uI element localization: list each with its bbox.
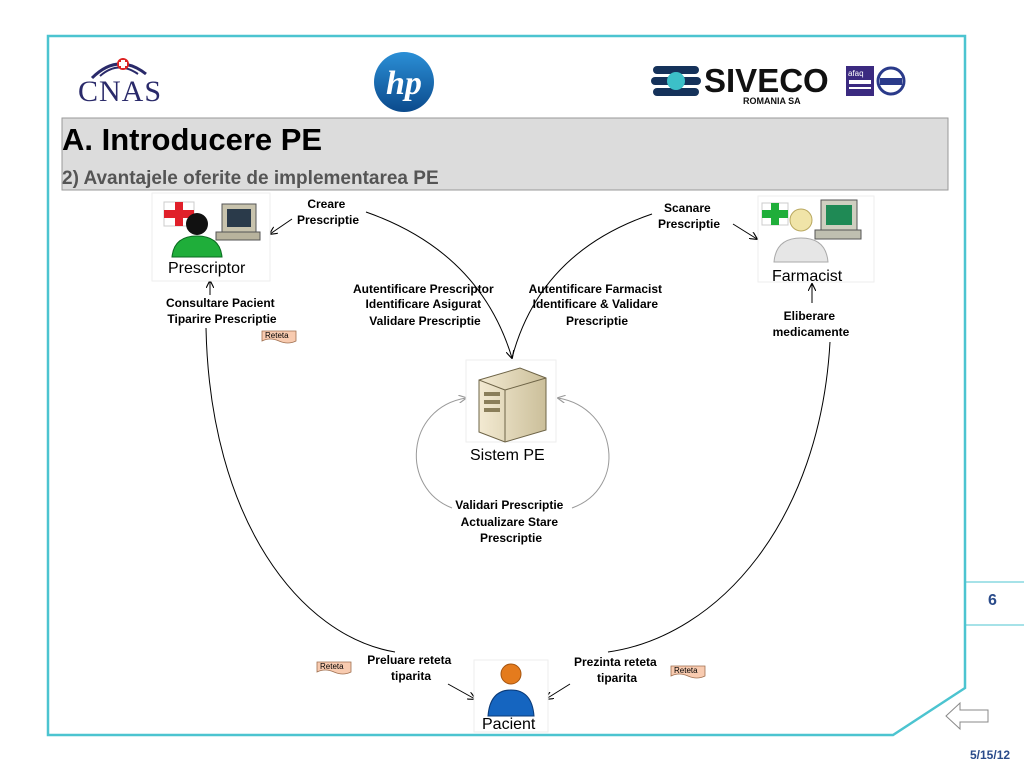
label-eliberare: Eliberare medicamente — [773, 309, 850, 339]
label-scanare: Scanare Prescriptie — [658, 201, 720, 231]
title-bar — [61, 117, 949, 191]
reteta-tag-text: Reteta — [674, 666, 698, 675]
flow-prescriptor-to-pacient — [205, 327, 396, 653]
afaq-badge-text: afaq — [848, 69, 864, 78]
farmacist-label: Farmacist — [772, 268, 843, 285]
reteta-tag-pacient-right: Reteta — [670, 665, 706, 679]
label-consultare: Consultare Pacient Tiparire Prescriptie — [166, 296, 278, 326]
label-prezinta: Prezinta reteta tiparita — [574, 655, 660, 685]
prescriptor-icon — [163, 201, 261, 258]
flow-preluare — [447, 683, 475, 699]
iqnet-badge — [876, 66, 906, 96]
siveco-logo-subtext: ROMANIA SA — [743, 96, 801, 106]
cnas-logo-text: CNAS — [78, 75, 162, 108]
pacient-icon — [487, 663, 535, 717]
hp-logo-text: hp — [386, 65, 422, 102]
label-validari: Validari Prescriptie Actualizare Stare P… — [455, 498, 566, 545]
farmacist-actor: Farmacist — [757, 195, 875, 285]
slide-date: 5/15/12 — [970, 748, 1010, 762]
reteta-tag-text: Reteta — [320, 662, 344, 671]
label-creare: Creare Prescriptie — [297, 197, 359, 227]
reteta-tag-prescriptor: Reteta — [261, 330, 297, 344]
siveco-logo: SIVECO ROMANIA SA — [651, 62, 829, 106]
page-number: 6 — [988, 592, 997, 609]
flow-farmacist-to-sistem — [511, 213, 653, 359]
label-preluare: Preluare reteta tiparita — [367, 653, 454, 683]
pacient-label: Pacient — [482, 716, 536, 733]
back-arrow-icon[interactable] — [945, 701, 989, 731]
slide-frame — [46, 34, 967, 737]
page-title: A. Introducere PE — [62, 122, 322, 157]
prescriptor-actor: Prescriptor — [151, 192, 271, 282]
afaq-badge: afaq — [846, 66, 874, 96]
flow-farmacist-to-pacient — [607, 341, 831, 653]
siveco-logo-text: SIVECO — [704, 62, 829, 99]
label-autentificare-prescriptor: Autentificare Prescriptor Identificare A… — [353, 282, 497, 328]
page-subtitle: 2) Avantajele oferite de implementarea P… — [62, 168, 439, 189]
flow-scanare — [732, 223, 757, 239]
label-autentificare-farmacist: Autentificare Farmacist Identificare & V… — [529, 282, 666, 328]
reteta-tag-text: Reteta — [265, 331, 289, 340]
sistem-label: Sistem PE — [470, 447, 545, 464]
flow-prescriptor-to-sistem — [365, 211, 512, 358]
flow-prezinta — [546, 683, 571, 699]
server-icon — [478, 367, 547, 443]
reteta-tag-pacient-left: Reteta — [316, 661, 352, 675]
farmacist-icon — [761, 199, 862, 263]
flow-creare — [270, 218, 293, 234]
sistem-actor: Sistem PE — [465, 359, 557, 464]
flow-validation-loop-left — [415, 398, 466, 509]
back-arrow-button[interactable] — [945, 701, 989, 731]
pacient-actor: Pacient — [473, 659, 549, 733]
flow-validation-loop-right — [558, 398, 610, 509]
prescriptor-label: Prescriptor — [168, 260, 246, 277]
cnas-logo: CNAS — [78, 58, 162, 108]
hp-logo: hp — [374, 52, 434, 112]
